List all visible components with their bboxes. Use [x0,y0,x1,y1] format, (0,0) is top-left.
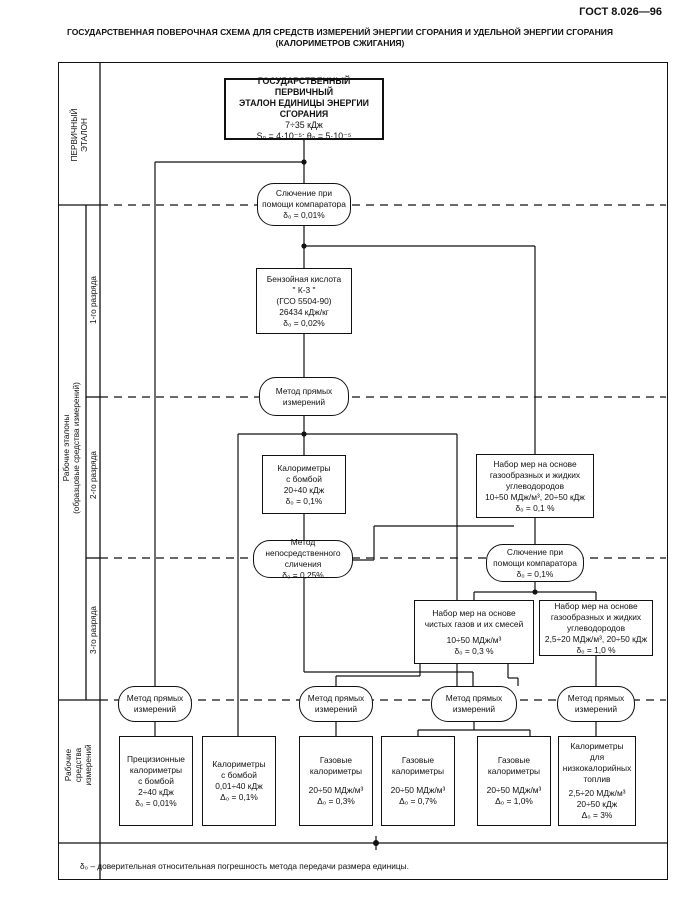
bomb-calorimeters-rank2-box: Калориметры с бомбой 20÷40 кДж δ₀ = 0,1% [262,455,346,514]
precision-bomb-calorimeters-box: Прецизионные калориметры с бомбой 2÷40 к… [119,736,193,826]
direct-measurement-method-1: Метод прямых измерений [259,377,349,416]
hydrocarbon-set-rank2-box: Набор мер на основе газообразных и жидки… [476,454,594,518]
standard-number: ГОСТ 8.026—96 [579,6,662,18]
direct-measurement-method-c: Метод прямых измерений [431,686,517,722]
title-line-2: (КАЛОРИМЕТРОВ СЖИГАНИЯ) [275,38,405,48]
primary-standard-box: ГОСУДАРСТВЕННЫЙ ПЕРВИЧНЫЙ ЭТАЛОН ЕДИНИЦЫ… [224,76,384,141]
direct-measurement-method-a: Метод прямых измерений [118,686,192,722]
diagram-frame [58,62,668,880]
gas-calorimeters-box-2: Газовые калориметры 20÷50 МДж/м³ Δ₀ = 0,… [381,736,455,826]
zone-label-rank-2: 2-го разряда [89,451,98,499]
benzoic-acid-box: Бензойная кислота " К-3 " (ГСО 5504-90) … [256,268,352,334]
footnote: δ₀ – доверительная относительная погрешн… [80,861,409,871]
zone-label-rank-3: 3-го разряда [89,606,98,654]
zone-label-working-standards: Рабочие эталоны (образцовые средства изм… [62,382,81,514]
zone-label-rank-1: 1-го разряда [89,276,98,324]
low-calorie-fuel-calorimeters-box: Калориметры для низкокалорийных топлив 2… [558,736,636,826]
direct-measurement-method-b: Метод прямых измерений [299,686,373,722]
comparator-method-1: Слючение при помощи компаратора δ₀ = 0,0… [257,183,351,226]
hydrocarbon-set-rank3-box: Набор мер на основе газообразных и жидки… [539,600,653,656]
bomb-calorimeters-box: Калориметры с бомбой 0,01÷40 кДж Δ₀ = 0,… [202,736,276,826]
page-title: ГОСУДАРСТВЕННАЯ ПОВЕРОЧНАЯ СХЕМА ДЛЯ СРЕ… [20,27,660,49]
direct-comparison-method: Метод непосредственного сличения δ₀ = 0,… [253,537,353,580]
pure-gas-set-box: Набор мер на основе чистых газов и их см… [414,600,534,664]
gas-calorimeters-box-1: Газовые калориметры 20÷50 МДж/м³ Δ₀ = 0,… [299,736,373,826]
direct-measurement-method-d: Метод прямых измерений [557,686,635,722]
comparator-method-2: Слючение при помощи компаратора δ₀ = 0,1… [486,544,584,582]
zone-label-primary: ПЕРВИЧНЫЙ ЭТАЛОН [70,108,89,162]
zone-label-working-means: Рабочие средства измерений [64,744,93,786]
gas-calorimeters-box-3: Газовые калориметры 20÷50 МДж/м³ Δ₀ = 1,… [477,736,551,826]
title-line-1: ГОСУДАРСТВЕННАЯ ПОВЕРОЧНАЯ СХЕМА ДЛЯ СРЕ… [66,27,613,37]
